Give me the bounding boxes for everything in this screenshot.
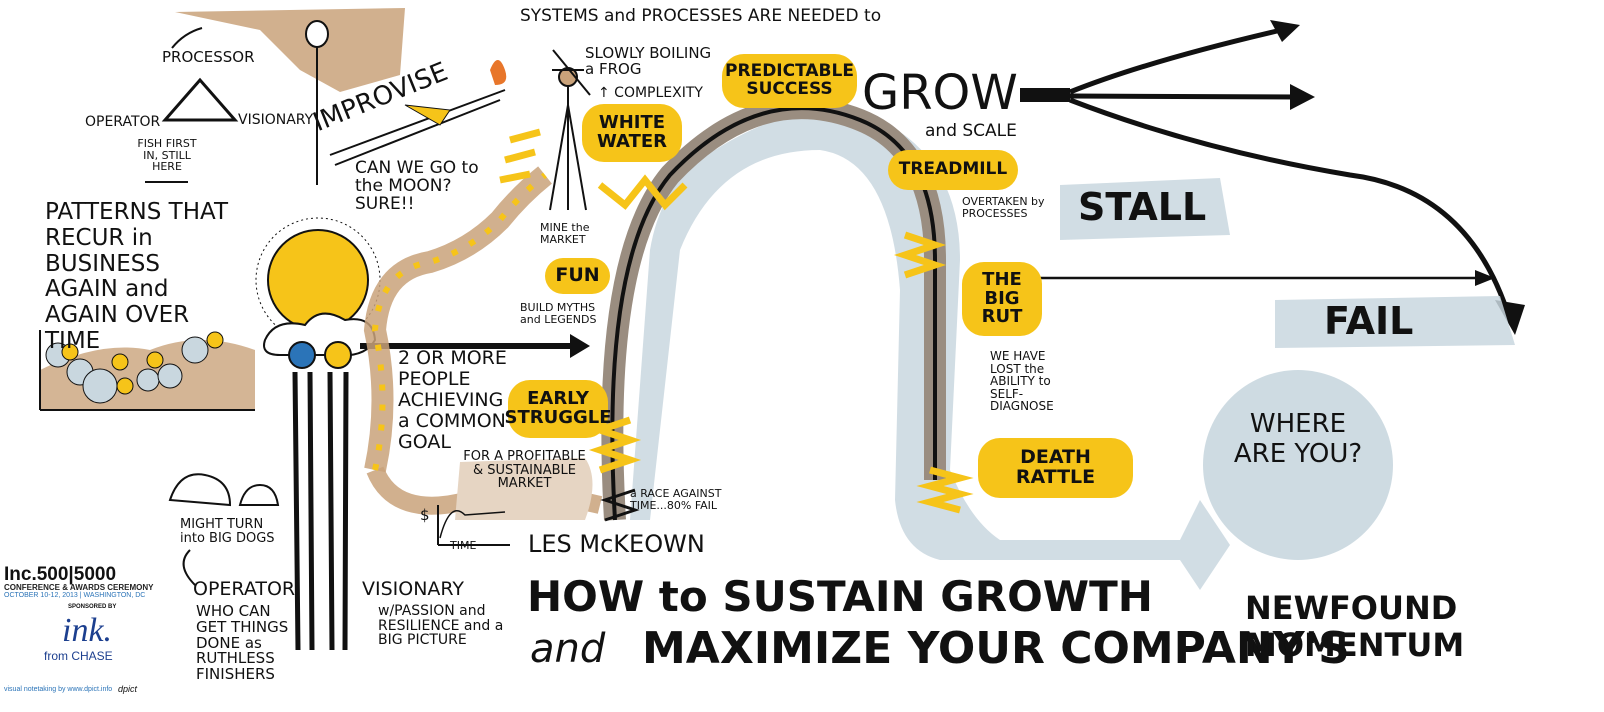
operator-desc: WHO CAN GET THINGS DONE as RUTHLESS FINI… [196,602,289,683]
lost-ability-note: WE HAVE LOST the ABILITY to SELF-DIAGNOS… [990,349,1054,414]
stage-treadmill: TREADMILL [888,150,1018,190]
ink-logo: ink. [62,612,113,649]
operator-bottom-label: OPERATOR [193,578,296,600]
top-note: SYSTEMS and PROCESSES ARE NEEDED to [520,6,882,26]
chase-logo: from CHASE [44,649,113,663]
boiling-frog-note: SLOWLY BOILING a FROG [585,44,712,78]
profitable-note: FOR A PROFITABLE & SUSTAINABLE MARKET [463,449,586,492]
where-are-you: WHERE ARE YOU? [1233,409,1363,469]
build-myths-note: BUILD MYTHS and LEGENDS [520,301,597,326]
overtaken-note: OVERTAKEN by PROCESSES [962,195,1045,220]
stall-label: STALL [1078,185,1207,229]
stage-white-water: WHITE WATER [582,104,682,162]
stage-death-rattle: DEATH RATTLE [978,438,1133,498]
inc-logo: Inc.500|5000 [4,564,117,585]
bubbles-group [45,331,224,404]
stage-big-rut: THE BIG RUT [962,262,1042,336]
processor-label: PROCESSOR [162,48,255,66]
visionary-bottom-label: VISIONARY [362,578,465,600]
people-goal-note: 2 OR MORE PEOPLE ACHIEVING a COMMON GOAL [398,347,507,453]
dollar-label: $ [420,506,430,524]
moon-note: CAN WE GO to the MOON? SURE!! [355,158,479,214]
title-line-2: MAXIMIZE YOUR COMPANY'S [642,623,1350,674]
visionary-head-icon [324,341,352,369]
where-circle [1203,370,1393,560]
visionary-desc: w/PASSION and RESILIENCE and a BIG PICTU… [378,603,504,649]
complexity-note: ↑ COMPLEXITY [598,85,703,101]
stage-predictable-success: PREDICTABLE SUCCESS [722,54,857,108]
tan-brush-top [175,8,405,92]
visionary-label: VISIONARY [238,112,314,128]
fish-note: FISH FIRST IN, STILL HERE [137,137,197,174]
stage-fun: FUN [545,258,610,294]
credit-label: visual notetaking by www.dpict.info [4,686,113,693]
mine-market-note: MINE the MARKET [540,221,590,246]
might-turn-note: MIGHT TURN into BIG DOGS [180,517,275,546]
triangle-shape [161,77,239,122]
sponsored-label: SPONSORED BY [68,604,117,610]
conference-label: CONFERENCE & AWARDS CEREMONY [4,583,154,592]
title-line-1: HOW to SUSTAIN GROWTH [527,572,1153,621]
title-and: and [530,626,606,672]
fail-label: FAIL [1324,299,1414,343]
time-label: TIME [450,539,477,552]
operator-head-icon [288,341,316,369]
race-note: a RACE AGAINST TIME...80% FAIL [630,487,722,512]
speaker-name: LES McKEOWN [528,530,705,558]
and-scale-label: and SCALE [925,121,1017,141]
dpict-logo: dpict [118,684,138,694]
stage-early-struggle: EARLY STRUGGLE [504,380,612,438]
dates-label: OCTOBER 10-12, 2013 | WASHINGTON, DC [4,592,146,599]
newfound-momentum: NEWFOUND MOMENTUM [1245,589,1465,664]
patterns-heading: PATTERNS THAT RECUR in BUSINESS AGAIN an… [45,199,229,354]
grow-heading: GROW [862,65,1018,121]
operator-label: OPERATOR [85,114,161,130]
balloon-icon [305,20,329,48]
